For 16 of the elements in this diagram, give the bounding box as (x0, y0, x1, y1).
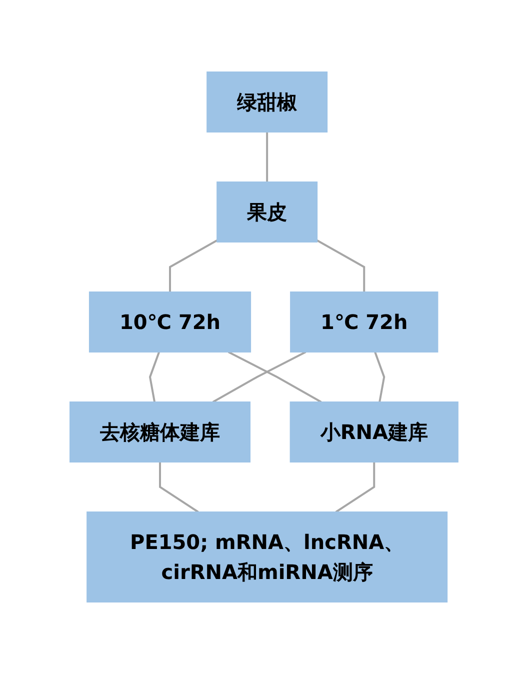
node-box: 果皮 (216, 181, 318, 242)
node-box: 绿甜椒 (206, 71, 328, 132)
connector (266, 132, 268, 182)
node-box: 10℃ 72h (88, 291, 252, 352)
connector (228, 350, 322, 402)
connector (374, 351, 386, 402)
node-box: PE150; mRNA、lncRNA、cirRNA和miRNA测序 (86, 510, 448, 602)
connector (212, 350, 306, 402)
connector (335, 462, 376, 512)
node-box: 去核糖体建库 (70, 401, 251, 462)
connector (316, 238, 366, 292)
connector (149, 351, 160, 402)
node-box: 1℃ 72h (290, 291, 438, 352)
connector (159, 462, 199, 512)
connector (169, 238, 218, 292)
node-box: 小RNA建库 (290, 401, 458, 462)
